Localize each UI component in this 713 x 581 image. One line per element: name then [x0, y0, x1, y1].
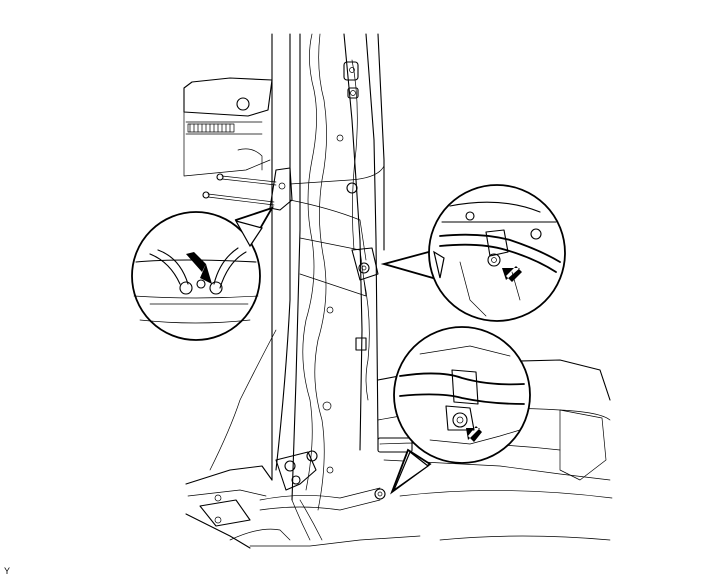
clamp-icon	[451, 369, 479, 405]
callout-lower	[390, 326, 531, 495]
clamp-icon	[485, 229, 509, 257]
callout-left	[131, 206, 274, 341]
arrow-icon	[466, 426, 482, 442]
callout-lower-detail	[399, 345, 525, 445]
center-pillar	[271, 33, 385, 511]
arrow-icon	[186, 252, 212, 284]
callout-left-detail	[133, 247, 259, 324]
bolt-icon	[196, 279, 206, 289]
bolt-icon	[452, 412, 468, 428]
upper-body-panel	[183, 77, 273, 177]
side-bracket	[299, 237, 379, 401]
lower-left-structure	[185, 329, 421, 549]
figure-corner-label: Y	[4, 566, 11, 576]
bolt-icon	[487, 253, 501, 267]
harness-cables	[202, 165, 385, 261]
callout-right	[380, 184, 566, 322]
arrow-icon	[502, 266, 522, 282]
